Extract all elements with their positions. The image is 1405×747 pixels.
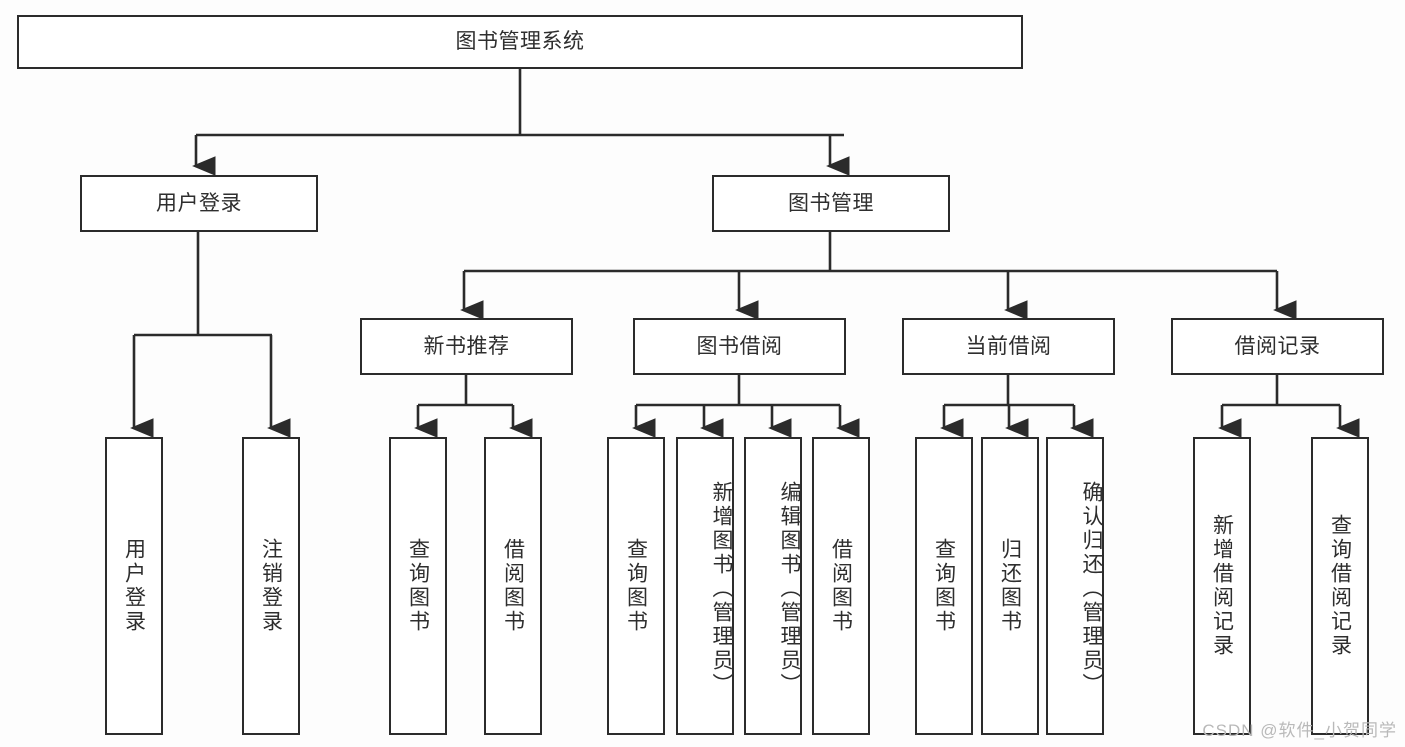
leaf-cb-return-book[interactable]: 归还图书	[981, 437, 1039, 735]
leaf-bb-edit-book-admin[interactable]: 编辑图书（管理员）	[744, 437, 802, 735]
node-root-library-system[interactable]: 图书管理系统	[17, 15, 1023, 69]
node-book-borrow[interactable]: 图书借阅	[633, 318, 846, 375]
leaf-logout[interactable]: 注销登录	[242, 437, 300, 735]
node-new-book-recommend[interactable]: 新书推荐	[360, 318, 573, 375]
csdn-watermark: CSDN @软件_小贺同学	[1202, 721, 1397, 740]
leaf-br-query-record[interactable]: 查询借阅记录	[1311, 437, 1369, 735]
node-book-management[interactable]: 图书管理	[712, 175, 950, 232]
leaf-cb-confirm-return-admin[interactable]: 确认归还（管理员）	[1046, 437, 1104, 735]
leaf-cb-query-book[interactable]: 查询图书	[915, 437, 973, 735]
leaf-bb-borrow-book[interactable]: 借阅图书	[812, 437, 870, 735]
leaf-nb-query-book[interactable]: 查询图书	[389, 437, 447, 735]
leaf-bb-add-book-admin[interactable]: 新增图书（管理员）	[676, 437, 734, 735]
leaf-user-login[interactable]: 用户登录	[105, 437, 163, 735]
leaf-bb-query-book[interactable]: 查询图书	[607, 437, 665, 735]
node-borrow-record[interactable]: 借阅记录	[1171, 318, 1384, 375]
node-user-login[interactable]: 用户登录	[80, 175, 318, 232]
leaf-nb-borrow-book[interactable]: 借阅图书	[484, 437, 542, 735]
leaf-br-add-record[interactable]: 新增借阅记录	[1193, 437, 1251, 735]
node-current-borrow[interactable]: 当前借阅	[902, 318, 1115, 375]
